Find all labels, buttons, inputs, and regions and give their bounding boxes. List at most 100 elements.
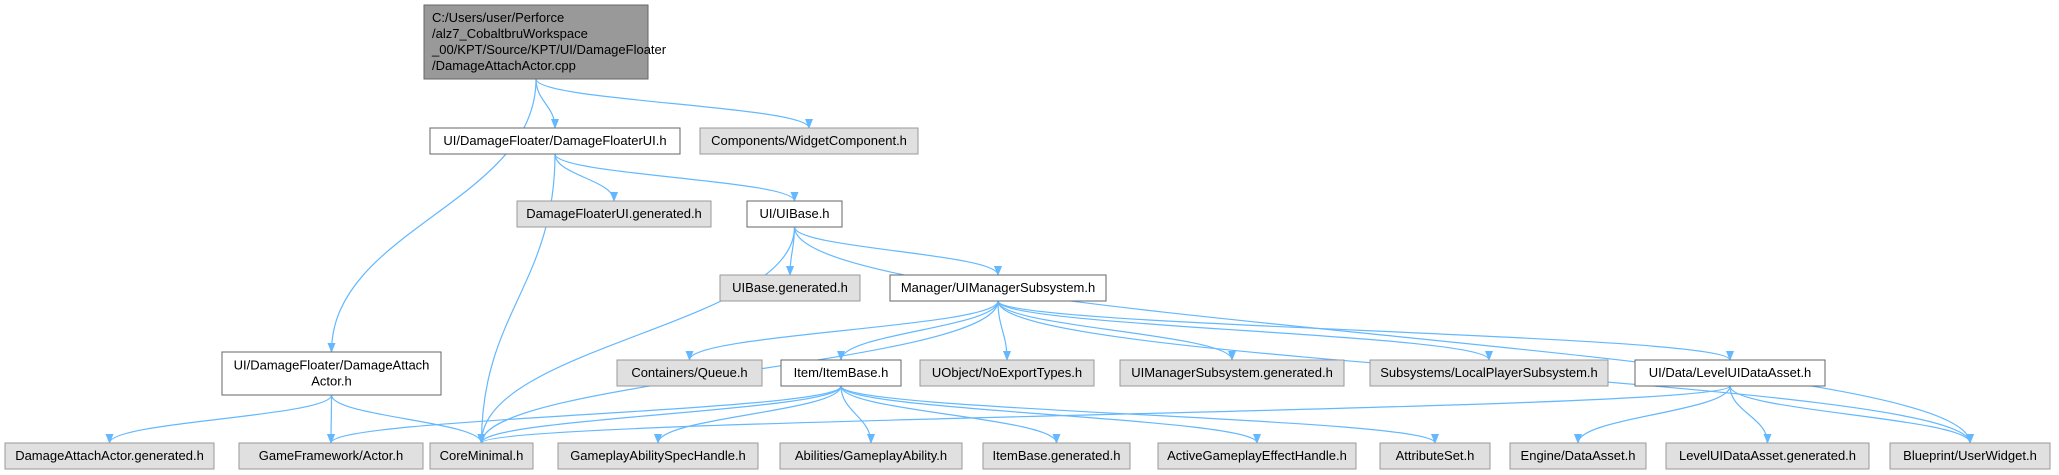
edge-root-to-daa <box>327 78 537 353</box>
node-box <box>1509 442 1647 470</box>
node-label: Abilities/GameplayAbility.h <box>795 448 947 463</box>
node-box <box>889 274 1107 302</box>
edge-dfui-to-uibase <box>554 153 799 202</box>
node-label: GameFramework/Actor.h <box>259 448 404 463</box>
node-label: Engine/DataAsset.h <box>1521 448 1636 463</box>
node-label: Blueprint/UserWidget.h <box>1903 448 2037 463</box>
node-mgrgen[interactable]: UIManagerSubsystem.generated.h <box>1119 359 1345 387</box>
edge-mgr-to-leveluida <box>997 300 1734 361</box>
node-itembase[interactable]: Item/ItemBase.h <box>780 359 902 387</box>
node-uibasegen[interactable]: UIBase.generated.h <box>719 274 861 302</box>
node-gfactor[interactable]: GameFramework/Actor.h <box>238 442 424 470</box>
node-userwidget[interactable]: Blueprint/UserWidget.h <box>1889 442 2051 470</box>
edge-itembase-to-ageh <box>840 385 1261 444</box>
node-mgr[interactable]: Manager/UIManagerSubsystem.h <box>889 274 1107 302</box>
edge-root-to-dfui <box>535 78 559 129</box>
edge-uibase-to-userwidget <box>793 226 1974 444</box>
node-box <box>1369 359 1609 387</box>
node-box <box>4 442 215 470</box>
edge-mgr-to-localplayer <box>997 300 1493 361</box>
node-label: LevelUIDataAsset.generated.h <box>1679 448 1856 463</box>
node-label: DamageFloaterUI.generated.h <box>526 206 702 221</box>
node-label: UIManagerSubsystem.generated.h <box>1131 365 1333 380</box>
edge-itembase-to-coreminimal <box>477 385 842 444</box>
node-label: GameplayAbilitySpecHandle.h <box>570 448 746 463</box>
node-box <box>1119 359 1345 387</box>
edge-leveluida-to-dataasset <box>1574 385 1731 444</box>
edge-leveluida-to-coreminimal <box>477 385 1731 444</box>
edge-daa-to-gfactor <box>327 394 336 444</box>
node-label: Components/WidgetComponent.h <box>711 133 907 148</box>
edge-mgr-to-queue <box>685 300 999 361</box>
node-widgetcomp[interactable]: Components/WidgetComponent.h <box>699 127 919 155</box>
node-label: _00/KPT/Source/KPT/UI/DamageFloater <box>431 42 667 57</box>
node-noexport[interactable]: UObject/NoExportTypes.h <box>919 359 1095 387</box>
edge-leveluida-to-userwidget <box>1729 385 1974 444</box>
node-leveluida[interactable]: UI/Data/LevelUIDataAsset.h <box>1634 359 1826 387</box>
node-box <box>557 442 759 470</box>
node-label: UI/DamageFloater/DamageAttach <box>234 358 430 373</box>
edge-mgr-to-itembase <box>837 300 999 361</box>
node-itembasegen[interactable]: ItemBase.generated.h <box>982 442 1131 470</box>
edge-root-to-widgetcomp <box>535 78 813 129</box>
edge-dfui-to-dfuigen <box>554 153 618 202</box>
node-label: Containers/Queue.h <box>631 365 747 380</box>
node-layer: C:/Users/user/Perforce/alz7_CobaltbruWor… <box>4 4 2051 470</box>
node-daagen[interactable]: DamageAttachActor.generated.h <box>4 442 215 470</box>
node-label: ActiveGameplayEffectHandle.h <box>1167 448 1347 463</box>
node-gability[interactable]: Abilities/GameplayAbility.h <box>779 442 963 470</box>
node-label: Item/ItemBase.h <box>794 365 889 380</box>
node-label: UI/UIBase.h <box>759 206 829 221</box>
node-label: /alz7_CobaltbruWorkspace <box>432 26 588 41</box>
node-box <box>1157 442 1357 470</box>
node-label: ItemBase.generated.h <box>993 448 1121 463</box>
node-uibase[interactable]: UI/UIBase.h <box>746 200 843 228</box>
edge-dfui-to-coreminimal <box>477 153 556 444</box>
edge-itembase-to-itembasegen <box>840 385 1061 444</box>
node-leveluidagen[interactable]: LevelUIDataAsset.generated.h <box>1665 442 1870 470</box>
node-label: /DamageAttachActor.cpp <box>432 58 576 73</box>
node-gaspec[interactable]: GameplayAbilitySpecHandle.h <box>557 442 759 470</box>
node-label: Subsystems/LocalPlayerSubsystem.h <box>1380 365 1597 380</box>
node-box <box>516 200 712 228</box>
node-queue[interactable]: Containers/Queue.h <box>616 359 763 387</box>
node-label: UI/DamageFloater/DamageFloaterUI.h <box>443 133 666 148</box>
node-box <box>982 442 1131 470</box>
node-box <box>746 200 843 228</box>
node-ageh[interactable]: ActiveGameplayEffectHandle.h <box>1157 442 1357 470</box>
node-box <box>429 127 681 155</box>
node-label: AttributeSet.h <box>1396 448 1475 463</box>
node-dfui[interactable]: UI/DamageFloater/DamageFloaterUI.h <box>429 127 681 155</box>
edge-itembase-to-gability <box>840 385 875 444</box>
node-label: DamageAttachActor.generated.h <box>15 448 204 463</box>
edge-daa-to-coreminimal <box>330 394 486 444</box>
node-dataasset[interactable]: Engine/DataAsset.h <box>1509 442 1647 470</box>
node-label: C:/Users/user/Perforce <box>432 10 564 25</box>
node-dfuigen[interactable]: DamageFloaterUI.generated.h <box>516 200 712 228</box>
edge-itembase-to-attrset <box>840 385 1439 444</box>
node-attrset[interactable]: AttributeSet.h <box>1379 442 1491 470</box>
node-box <box>1379 442 1491 470</box>
edge-uibase-to-coreminimal <box>477 226 796 444</box>
node-box <box>1889 442 2051 470</box>
edge-uibase-to-mgr <box>793 226 1002 276</box>
node-root[interactable]: C:/Users/user/Perforce/alz7_CobaltbruWor… <box>423 4 667 80</box>
node-label: CoreMinimal.h <box>440 448 524 463</box>
node-box <box>1634 359 1826 387</box>
edge-mgr-to-noexport <box>997 300 1011 361</box>
edge-itembase-to-gfactor <box>327 385 842 444</box>
node-box <box>221 351 442 396</box>
node-label: UObject/NoExportTypes.h <box>932 365 1082 380</box>
edge-daa-to-daagen <box>105 394 333 444</box>
node-daa[interactable]: UI/DamageFloater/DamageAttachActor.h <box>221 351 442 396</box>
node-box <box>429 442 534 470</box>
node-label: Actor.h <box>311 374 351 389</box>
node-localplayer[interactable]: Subsystems/LocalPlayerSubsystem.h <box>1369 359 1609 387</box>
edge-leveluida-to-leveluidagen <box>1729 385 1772 444</box>
node-box <box>919 359 1095 387</box>
node-label: UIBase.generated.h <box>732 280 848 295</box>
node-coreminimal[interactable]: CoreMinimal.h <box>429 442 534 470</box>
node-box <box>719 274 861 302</box>
node-label: Manager/UIManagerSubsystem.h <box>901 280 1095 295</box>
node-box <box>616 359 763 387</box>
